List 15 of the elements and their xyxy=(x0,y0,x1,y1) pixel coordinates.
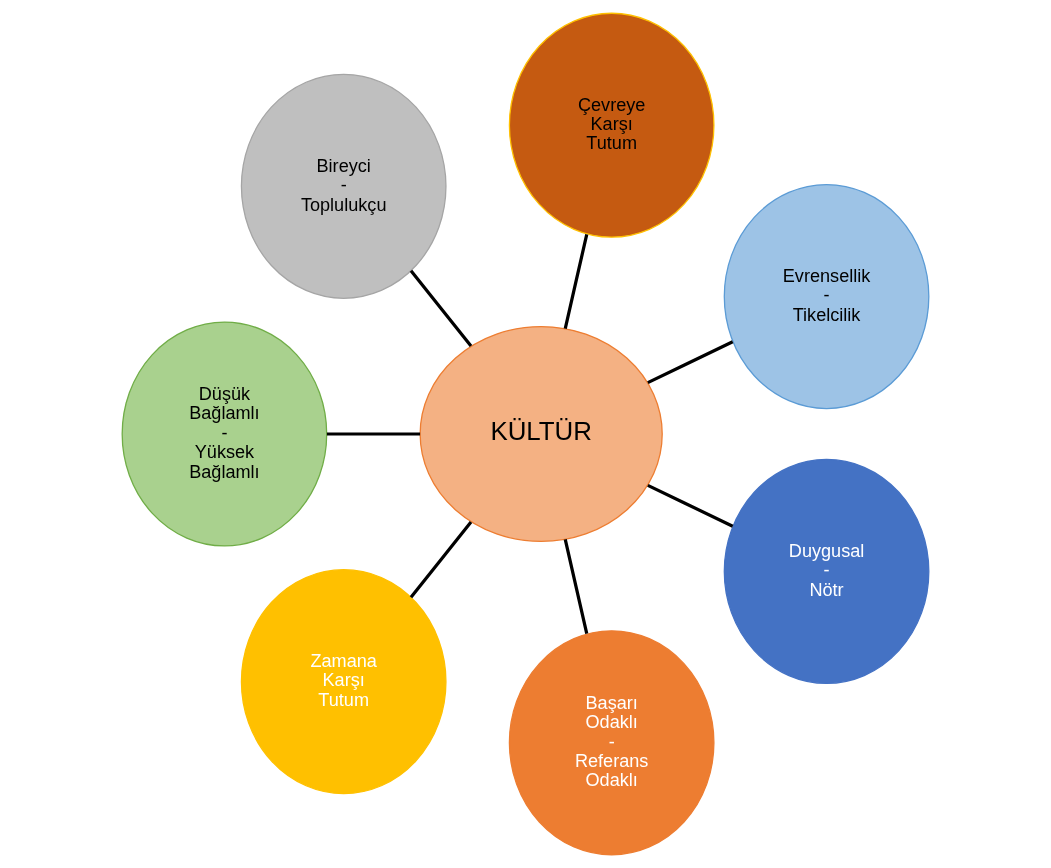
node-circle: Evrensellik - Tikelcilik xyxy=(723,183,930,410)
node-circle: Düşük Bağlamlı - Yüksek Bağlamlı xyxy=(121,321,328,547)
node-circle: Zamana Karşı Tutum xyxy=(240,569,447,795)
node-circle: Başarı Odaklı - Referans Odaklı xyxy=(508,630,715,856)
connector xyxy=(647,483,734,528)
connector xyxy=(563,234,589,329)
connector xyxy=(563,539,589,634)
connector xyxy=(409,521,473,599)
connector xyxy=(647,340,734,385)
node-circle: Bireyci - Toplulukçu xyxy=(240,73,447,299)
connector xyxy=(326,432,421,436)
node-ellipse: KÜLTÜR xyxy=(419,325,663,543)
connector xyxy=(409,269,473,347)
node-circle: Çevreye Karşı Tutum xyxy=(508,12,715,238)
node-circle: Duygusal - Nötr xyxy=(723,458,930,685)
